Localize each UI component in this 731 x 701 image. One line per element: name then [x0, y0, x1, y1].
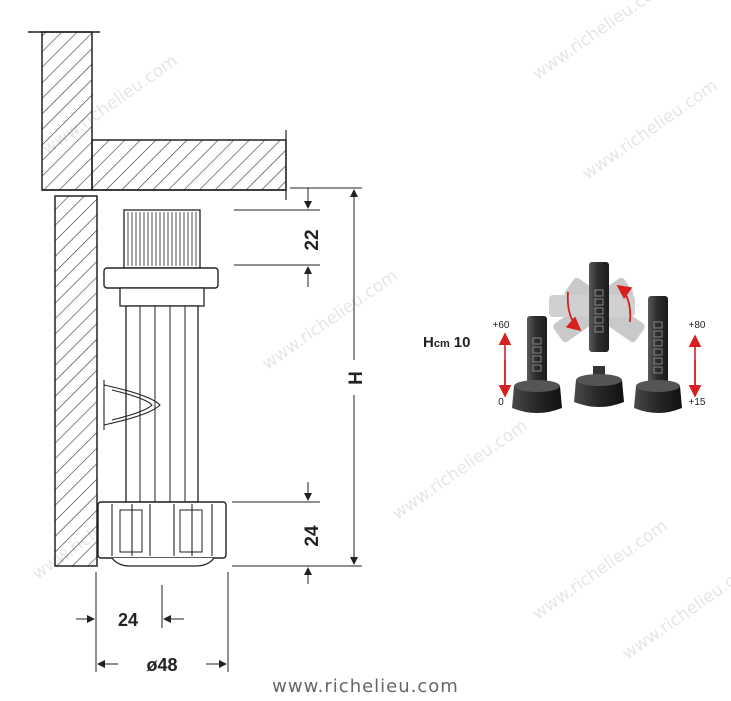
scale-mark	[653, 321, 663, 329]
model-value: 10	[454, 334, 471, 351]
scale-mark	[653, 339, 663, 347]
scale-mark	[532, 337, 542, 345]
dimension-lines: 22 H 24 24 ø48	[76, 187, 367, 675]
leg-flange	[103, 267, 219, 289]
scale-mark	[594, 316, 604, 324]
leg-collar	[119, 287, 205, 307]
dim-top-height: 22	[302, 229, 323, 250]
scale-mark	[594, 289, 604, 297]
side-panel-upper	[41, 31, 93, 191]
left-leg-shaft	[527, 316, 547, 386]
base-window	[179, 509, 203, 553]
leg-foot	[111, 557, 215, 567]
adjustment-panel: Hcm 10 +60 0	[423, 262, 706, 413]
leg-top-cap	[123, 209, 201, 269]
scale-mark	[653, 366, 663, 374]
scale-mark	[594, 325, 604, 333]
base-top	[514, 380, 560, 392]
scale-mark	[594, 298, 604, 306]
scale-mark	[653, 357, 663, 365]
leg-scale-marks	[653, 321, 663, 374]
scale-mark	[532, 364, 542, 372]
knurl-lines	[127, 212, 197, 266]
base-top	[576, 374, 622, 386]
left-leg-bottom-label: 0	[498, 397, 504, 408]
model-prefix: H	[423, 334, 434, 351]
footer-url: www.richelieu.com	[272, 676, 459, 697]
base-window	[119, 509, 143, 553]
leg-shaft	[125, 305, 199, 503]
right-leg-base	[634, 386, 682, 413]
leg-scale-marks	[532, 337, 542, 372]
model-unit: cm	[434, 338, 450, 350]
model-label: Hcm 10	[423, 334, 470, 351]
right-leg-photo: +80 +15	[634, 296, 706, 413]
scale-mark	[594, 307, 604, 315]
base-top	[636, 380, 680, 392]
right-leg-bottom-label: +15	[689, 397, 706, 408]
center-leg-shaft	[589, 262, 609, 352]
scale-mark	[653, 348, 663, 356]
scale-mark	[532, 346, 542, 354]
leg-scale-marks	[594, 289, 604, 333]
dim-diameter: ø48	[146, 655, 177, 675]
dim-half-width: 24	[118, 610, 138, 630]
dim-overall-height: H	[346, 371, 367, 385]
center-leg-base	[574, 380, 624, 407]
scale-mark	[532, 355, 542, 363]
scale-mark	[653, 330, 663, 338]
plinth-clip	[103, 380, 161, 430]
left-leg-top-label: +60	[493, 320, 510, 331]
right-leg-top-label: +80	[689, 320, 706, 331]
leg-base	[97, 501, 227, 559]
left-leg-base	[512, 386, 562, 413]
base-ribs	[111, 504, 213, 556]
left-leg-photo: +60 0	[493, 316, 562, 413]
center-leg-photo	[549, 262, 645, 407]
plinth-panel	[54, 195, 98, 567]
rotate-arrow-right	[616, 284, 633, 323]
right-leg-shaft	[648, 296, 668, 388]
bottom-panel	[91, 139, 287, 191]
leg-drawing	[97, 209, 227, 567]
cabinet-section	[28, 31, 287, 567]
dim-base-height: 24	[302, 525, 323, 547]
rotate-arrow-left	[565, 291, 582, 332]
